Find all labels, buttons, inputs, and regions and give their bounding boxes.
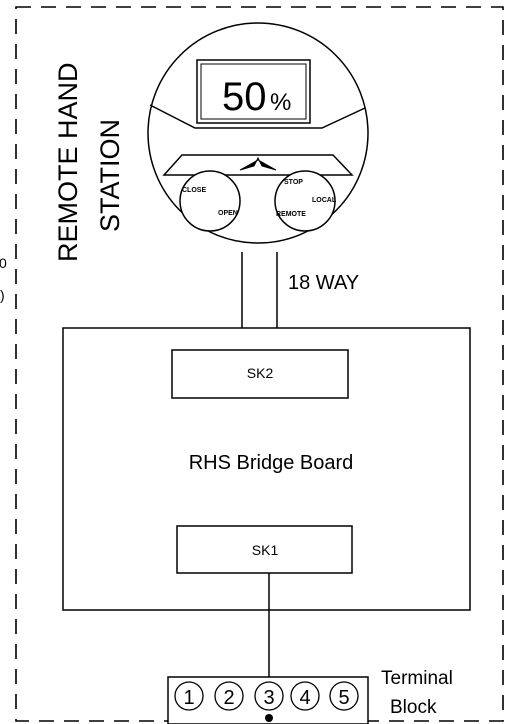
knob-label-stop: STOP xyxy=(284,179,303,186)
bridge-board: SK2 RHS Bridge Board SK1 xyxy=(62,327,471,611)
knob-label-close: CLOSE xyxy=(182,187,206,194)
terminal-4-label: 4 xyxy=(299,687,310,709)
cable-label: 18 WAY xyxy=(288,272,359,294)
terminal-4: 4 xyxy=(290,681,320,711)
cable: 18 WAY xyxy=(241,252,359,328)
edge-fragment-1: 0 xyxy=(0,255,7,271)
upper-chevron xyxy=(149,104,366,129)
terminal-1-label: 1 xyxy=(183,687,194,709)
terminal-block-label-line1: Terminal xyxy=(381,668,453,689)
lower-band xyxy=(162,154,354,176)
terminal-5-label: 5 xyxy=(338,687,349,709)
terminal-block: 1 2 3 4 5 xyxy=(167,676,369,724)
stop-local-remote-knob xyxy=(274,170,336,232)
station-title-2: STATION xyxy=(95,119,125,232)
pointer-star-icon xyxy=(239,156,277,171)
sk2-label: SK2 xyxy=(247,365,274,381)
bridge-board-outline xyxy=(62,327,471,611)
terminal-2-label: 2 xyxy=(223,687,234,709)
station-title-line2: STATION xyxy=(95,119,125,232)
station-title-line1: REMOTE HAND xyxy=(53,62,83,262)
sk1-label: SK1 xyxy=(252,542,279,558)
display-value: 50 xyxy=(222,75,267,119)
terminal-3-label: 3 xyxy=(263,687,274,709)
edge-fragment-2: ) xyxy=(0,287,5,303)
terminal-3: 3 xyxy=(254,681,284,711)
knob-label-remote: REMOTE xyxy=(276,211,306,218)
hand-station: 50 % CLOSE OPEN STOP LOCAL REMOTE xyxy=(147,22,369,244)
terminal-1: 1 xyxy=(174,681,204,711)
wire-junction-dot xyxy=(265,714,273,722)
terminal-2: 2 xyxy=(214,681,244,711)
sk1-connector xyxy=(176,525,353,574)
board-label: RHS Bridge Board xyxy=(189,452,354,474)
display-window xyxy=(196,59,311,124)
terminal-block-label-line2: Block xyxy=(390,697,437,718)
station-title: REMOTE HAND xyxy=(53,62,83,262)
display-unit: % xyxy=(270,89,291,116)
sk2-connector xyxy=(171,349,349,399)
terminal-5: 5 xyxy=(329,681,359,711)
knob-label-local: LOCAL xyxy=(312,197,337,204)
display-inner xyxy=(200,63,307,120)
close-open-knob xyxy=(179,170,241,232)
knob-label-open: OPEN xyxy=(218,210,238,217)
